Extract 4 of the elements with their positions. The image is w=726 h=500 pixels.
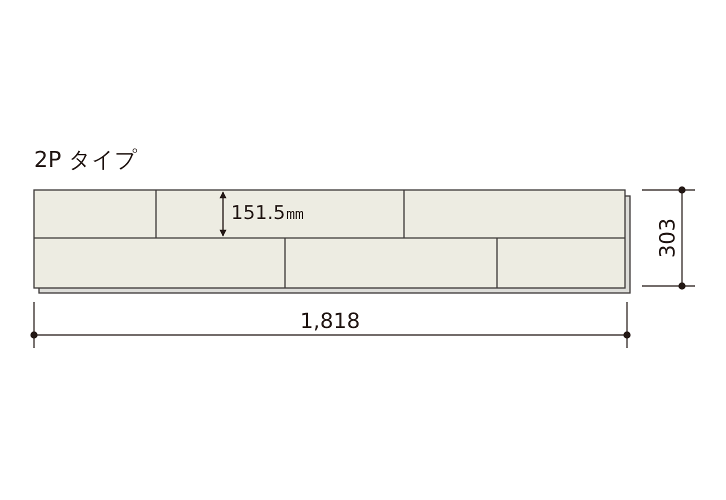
dimension-label: 1,818 bbox=[300, 311, 360, 332]
dimension-label: 151.5㎜ bbox=[231, 204, 304, 223]
dimension-label: 303 bbox=[658, 218, 678, 258]
title: 2P タイプ bbox=[34, 150, 138, 172]
